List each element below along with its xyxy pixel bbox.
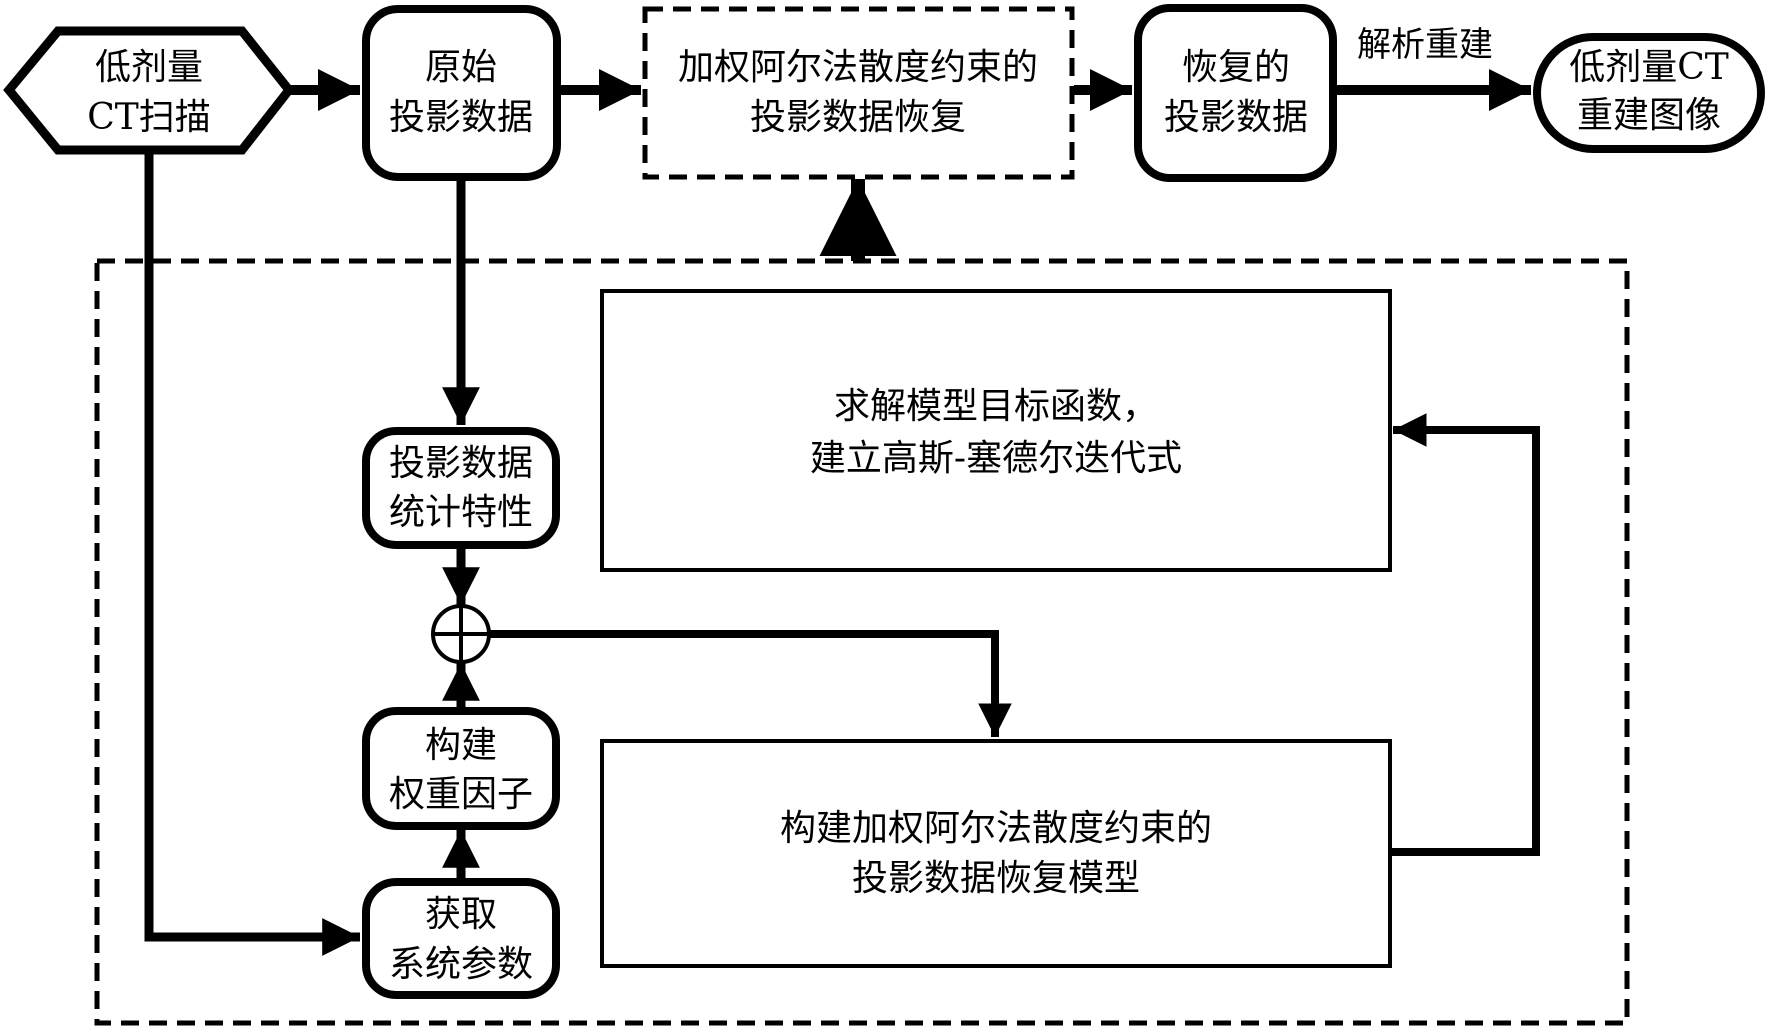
node-system-params: 获取 系统参数 [362,878,560,999]
node-label-line: 原始 [425,47,497,88]
rounded-rect-shape [362,707,560,830]
node-projection-statistics: 投影数据 统计特性 [362,427,560,549]
node-label-line: 投影数据 [389,443,533,484]
edge-label-analytic-reconstruction: 解析重建 [1357,25,1493,65]
node-label-line: 构建 [425,725,497,766]
rect-shape [600,289,1392,572]
node-solve-objective: 求解模型目标函数， 建立高斯-塞德尔迭代式 [600,289,1392,572]
node-label-line: 重建图像 [1577,95,1721,136]
rounded-rect-shape [362,878,560,999]
node-label-line: 投影数据 [1164,97,1308,138]
node-label-line: 统计特性 [389,492,533,533]
node-weight-factor: 构建 权重因子 [362,707,560,830]
hexagon-shape [3,26,295,155]
node-label-line: 投影数据 [389,97,533,138]
node-label-line: 投影数据恢复 [750,97,966,138]
node-label-line: 构建加权阿尔法散度约束的 [780,808,1212,849]
node-weighted-recovery: 加权阿尔法散度约束的 投影数据恢复 [642,6,1075,180]
node-label-line: 求解模型目标函数， [834,386,1158,427]
node-label-line: 系统参数 [389,944,533,985]
node-label-line: 投影数据恢复模型 [852,858,1140,899]
node-label-line: 低剂量 [95,47,203,88]
pill-shape [1533,33,1765,153]
node-reconstructed-image: 低剂量CT 重建图像 [1533,33,1765,153]
edge-model-to-objective [1391,413,1540,856]
node-sum-junction [431,604,491,664]
node-label-line: 权重因子 [389,774,533,815]
node-label-line: 恢复的 [1182,47,1290,88]
node-label-line: 建立高斯-塞德尔迭代式 [810,438,1182,479]
rounded-rect-shape [362,427,560,549]
node-label-line: 获取 [425,894,497,935]
rounded-rect-shape [1134,4,1337,182]
node-label-line: CT扫描 [87,97,211,138]
node-label-line: 低剂量CT [1569,47,1729,88]
node-build-model: 构建加权阿尔法散度约束的 投影数据恢复模型 [600,739,1392,968]
edge-junction-to-model [489,630,1012,737]
node-lowdose-scan: 低剂量 CT扫描 [3,26,295,155]
rounded-rect-shape [362,5,561,181]
node-recovered-projection: 恢复的 投影数据 [1134,4,1337,182]
node-raw-projection: 原始 投影数据 [362,5,561,181]
edge-scan-to-params [144,152,360,956]
node-label-line: 加权阿尔法散度约束的 [678,47,1038,88]
rect-shape [600,739,1392,968]
edges [144,69,1540,956]
dashed-rect-shape [642,6,1075,180]
